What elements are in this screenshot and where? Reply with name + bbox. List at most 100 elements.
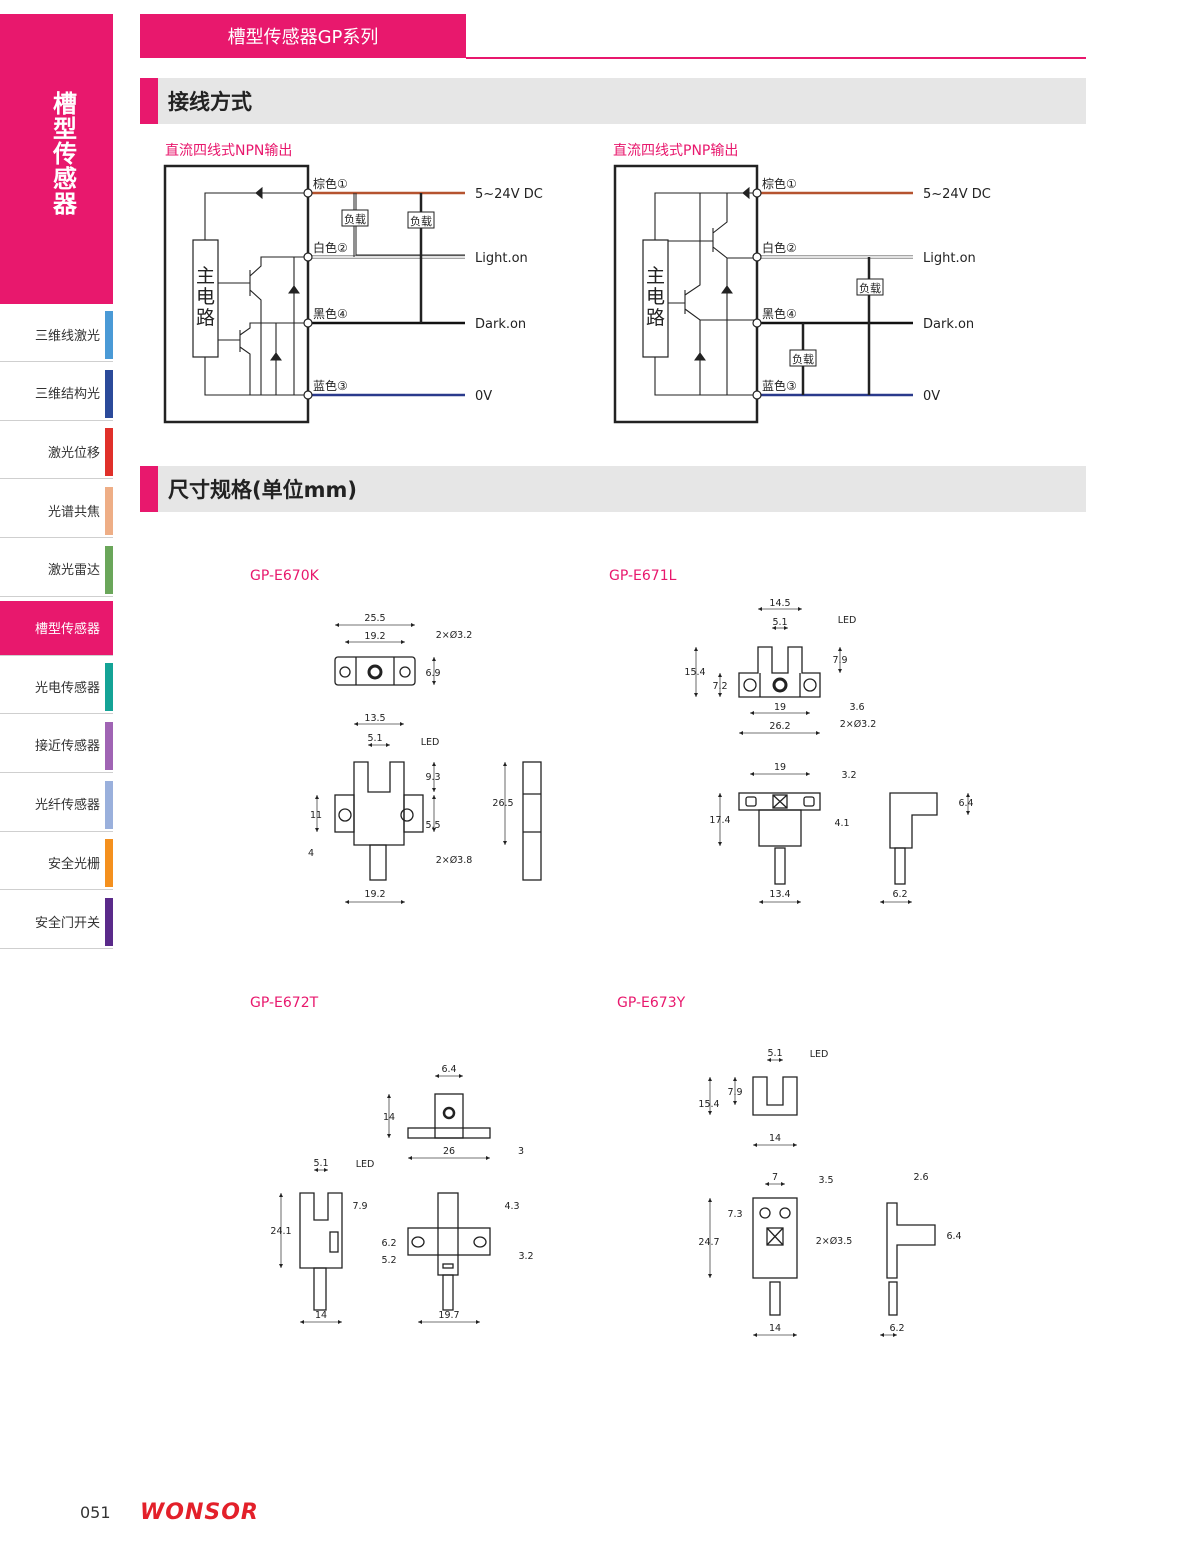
drawing-e672t (299, 1093, 491, 1311)
dim-label: 3.2 (841, 770, 856, 781)
sidebar-item[interactable]: 三维线激光 (0, 307, 113, 362)
dim-label: 6.4 (958, 798, 973, 809)
pnp-diagram-title: 直流四线式PNP输出 (613, 143, 739, 159)
page-header-title: 槽型传感器GP系列 (140, 14, 466, 58)
wire-label: 棕色① (313, 176, 348, 191)
dim-label: 14.5 (769, 598, 790, 609)
dim-label: 19.2 (364, 889, 385, 900)
dim-label: 2×Ø3.2 (436, 630, 473, 641)
dim-label: 13.4 (769, 889, 790, 900)
sidebar-category-title: 槽型传感器 (53, 90, 77, 218)
sidebar-color-bar (105, 428, 113, 477)
wire-label: 白色② (313, 240, 348, 255)
pnp-main-circuit-label: 主电路 (645, 265, 665, 329)
load-label: 负载 (410, 214, 432, 228)
sidebar-color-bar (105, 663, 113, 712)
dim-label: 7.9 (832, 655, 847, 666)
dim-label: 26.5 (492, 798, 513, 809)
pnp-wiring-diagram (613, 164, 913, 424)
signal-label: 0V (475, 389, 492, 404)
load-box (407, 211, 435, 229)
dim-label: 6.9 (425, 668, 440, 679)
sidebar-item[interactable]: 槽型传感器 (0, 600, 113, 656)
led-label: LED (810, 1049, 829, 1060)
sidebar-item[interactable]: 激光雷达 (0, 542, 113, 597)
model-title-e671l: GP-E671L (609, 568, 677, 584)
dim-label: 2×Ø3.2 (840, 719, 877, 730)
dim-label: 13.5 (364, 713, 385, 724)
wire-label: 蓝色③ (313, 379, 348, 393)
sidebar-item[interactable]: 光电传感器 (0, 659, 113, 715)
npn-diagram-title: 直流四线式NPN输出 (165, 143, 293, 159)
sidebar-item-label: 光谱共焦 (47, 504, 100, 520)
load-box (856, 278, 884, 296)
dim-label: 7.3 (727, 1209, 742, 1220)
header-divider (466, 57, 1086, 59)
sidebar-item[interactable]: 安全门开关 (0, 894, 113, 949)
sidebar-item[interactable]: 光纤传感器 (0, 777, 113, 832)
drawing-e671l (738, 646, 938, 885)
dim-label: 9.3 (425, 772, 440, 783)
npn-main-circuit-label: 主电路 (195, 265, 215, 329)
dim-label: 14 (769, 1133, 781, 1144)
dim-label: 5.1 (767, 1048, 782, 1059)
section-header-dimensions: 尺寸规格(单位mm) (140, 466, 1086, 512)
dim-label: 4 (308, 848, 314, 859)
sidebar-color-bar (105, 369, 113, 418)
dim-label: 11 (310, 810, 322, 821)
section-title: 尺寸规格(单位mm) (168, 478, 357, 502)
sidebar-item[interactable]: 激光位移 (0, 424, 113, 480)
signal-label: Dark.on (923, 317, 974, 332)
dim-label: 6.2 (892, 889, 907, 900)
dim-label: 5.1 (313, 1158, 328, 1169)
dim-label: 24.7 (698, 1237, 719, 1248)
sidebar-item[interactable]: 光谱共焦 (0, 483, 113, 539)
sidebar-category-block (0, 14, 113, 304)
dim-label: 7.2 (712, 681, 727, 692)
sidebar-item[interactable]: 安全光栅 (0, 835, 113, 891)
dim-label: 19 (774, 702, 786, 713)
led-label: LED (838, 615, 857, 626)
sidebar-item-label: 三维线激光 (34, 328, 100, 344)
signal-label: 5~24V DC (923, 187, 991, 202)
sidebar-item[interactable]: 接近传感器 (0, 718, 113, 773)
dim-label: 2×Ø3.8 (436, 855, 473, 866)
section-title: 接线方式 (168, 90, 252, 114)
dim-label: 7.9 (727, 1087, 742, 1098)
sidebar-item[interactable]: 三维结构光 (0, 366, 113, 421)
dim-label: 2×Ø3.5 (816, 1236, 853, 1247)
sidebar-item-label: 激光雷达 (47, 563, 100, 579)
sidebar-color-bar (105, 311, 113, 359)
sidebar-item-label: 槽型传感器 (34, 622, 100, 637)
dim-label: 2.6 (913, 1172, 928, 1183)
model-title-e670k: GP-E670K (250, 568, 319, 584)
wire-label: 棕色① (762, 176, 797, 191)
dim-label: 6.4 (946, 1231, 961, 1242)
dim-label: 3.5 (818, 1175, 833, 1186)
dim-label: 19.7 (438, 1310, 459, 1321)
signal-label: 0V (923, 389, 940, 404)
sidebar-item-label: 安全光栅 (47, 856, 100, 872)
signal-label: Light.on (475, 251, 528, 266)
dim-label: 17.4 (709, 815, 730, 826)
dim-label: 26 (443, 1146, 455, 1157)
dim-label: 5.2 (381, 1255, 396, 1266)
load-label: 负载 (859, 281, 881, 295)
page-number: 051 (80, 1503, 111, 1522)
signal-label: Dark.on (475, 317, 526, 332)
dim-label: 3.6 (849, 702, 864, 713)
dim-label: 5.1 (772, 617, 787, 628)
dim-label: 4.1 (834, 818, 849, 829)
drawing-e673y (752, 1076, 936, 1316)
signal-label: 5~24V DC (475, 187, 543, 202)
sidebar-item-label: 光纤传感器 (34, 798, 100, 814)
dim-label: 6.4 (441, 1064, 456, 1075)
dim-label: 19.2 (364, 631, 385, 642)
wire-label: 黑色④ (762, 307, 797, 321)
drawing-e670k (334, 656, 542, 881)
load-box (341, 209, 369, 227)
sidebar-color-bar (105, 780, 113, 829)
wire-label: 蓝色③ (762, 379, 797, 393)
load-box (789, 349, 817, 367)
